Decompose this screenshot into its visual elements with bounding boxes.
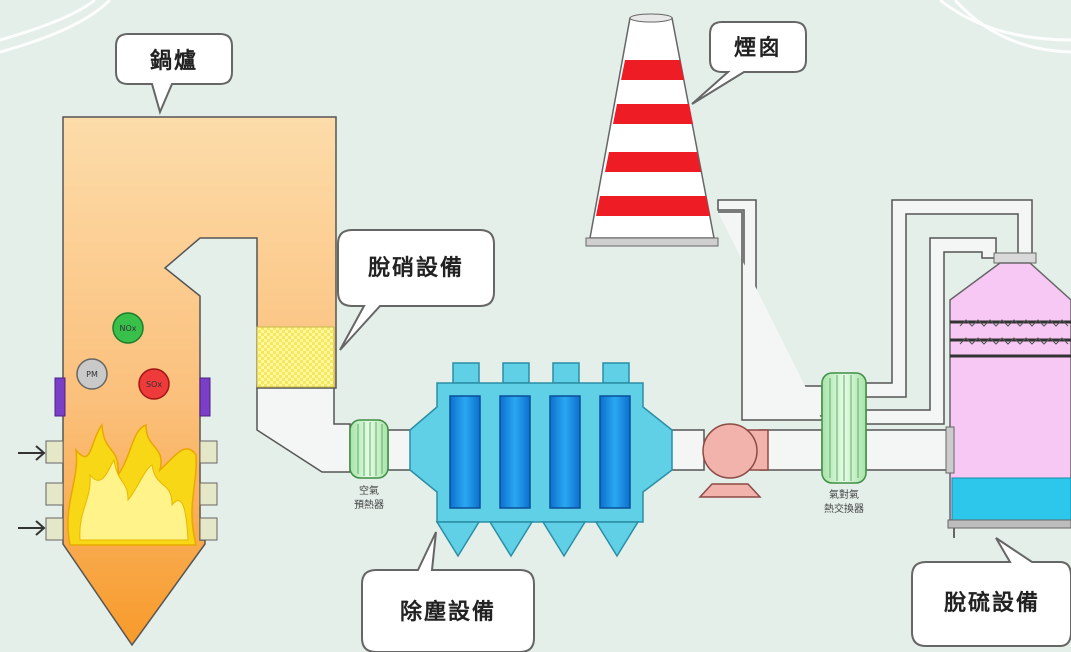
ggh-label-1: 氣對氣 bbox=[829, 488, 859, 501]
sox-badge: SOx bbox=[138, 368, 170, 400]
nox-badge: NOx bbox=[112, 312, 144, 344]
decorative-corner-arcs bbox=[0, 0, 1071, 54]
boiler-port-left bbox=[54, 377, 66, 417]
callout-boiler: 鍋爐 bbox=[115, 33, 233, 115]
air-preheater: 空氣 預熱器 bbox=[349, 419, 389, 511]
dust-label: 除塵設備 bbox=[400, 599, 496, 625]
pm-badge: PM bbox=[76, 358, 108, 390]
ggh-label-2: 熱交換器 bbox=[824, 502, 864, 515]
air-inlet-arrows bbox=[18, 445, 46, 536]
callout-dust: 除塵設備 bbox=[361, 531, 535, 652]
callout-desulf: 脫硫設備 bbox=[911, 537, 1071, 647]
electrode-plates bbox=[449, 395, 631, 509]
denox-label: 脫硝設備 bbox=[368, 255, 464, 281]
air-preheater-label-2: 預熱器 bbox=[354, 498, 384, 511]
sox-label: SOx bbox=[146, 380, 162, 389]
air-preheater-label-1: 空氣 bbox=[359, 484, 379, 497]
flame-icon bbox=[67, 423, 197, 546]
desulfurization-scrubber bbox=[945, 252, 1071, 538]
nox-label: NOx bbox=[119, 324, 136, 333]
spray-headers bbox=[950, 320, 1071, 358]
burner-nozzles bbox=[45, 440, 218, 541]
pm-label: PM bbox=[86, 370, 98, 379]
chimney-stripes bbox=[596, 60, 710, 216]
boiler-label: 鍋爐 bbox=[150, 48, 198, 74]
gas-gas-heat-exchanger: 氣對氣 熱交換器 bbox=[821, 372, 867, 515]
callout-chimney: 煙囪 bbox=[691, 21, 807, 105]
denox-catalyst bbox=[256, 326, 335, 388]
callout-denox: 脫硝設備 bbox=[337, 229, 495, 351]
boiler: NOx PM SOx bbox=[18, 116, 337, 647]
dust-collector bbox=[409, 362, 673, 558]
chimney bbox=[585, 13, 719, 247]
boiler-port-right bbox=[199, 377, 211, 417]
chimney-label: 煙囪 bbox=[734, 35, 782, 61]
induced-draft-fan bbox=[698, 423, 769, 498]
desulf-label: 脫硫設備 bbox=[944, 590, 1040, 616]
